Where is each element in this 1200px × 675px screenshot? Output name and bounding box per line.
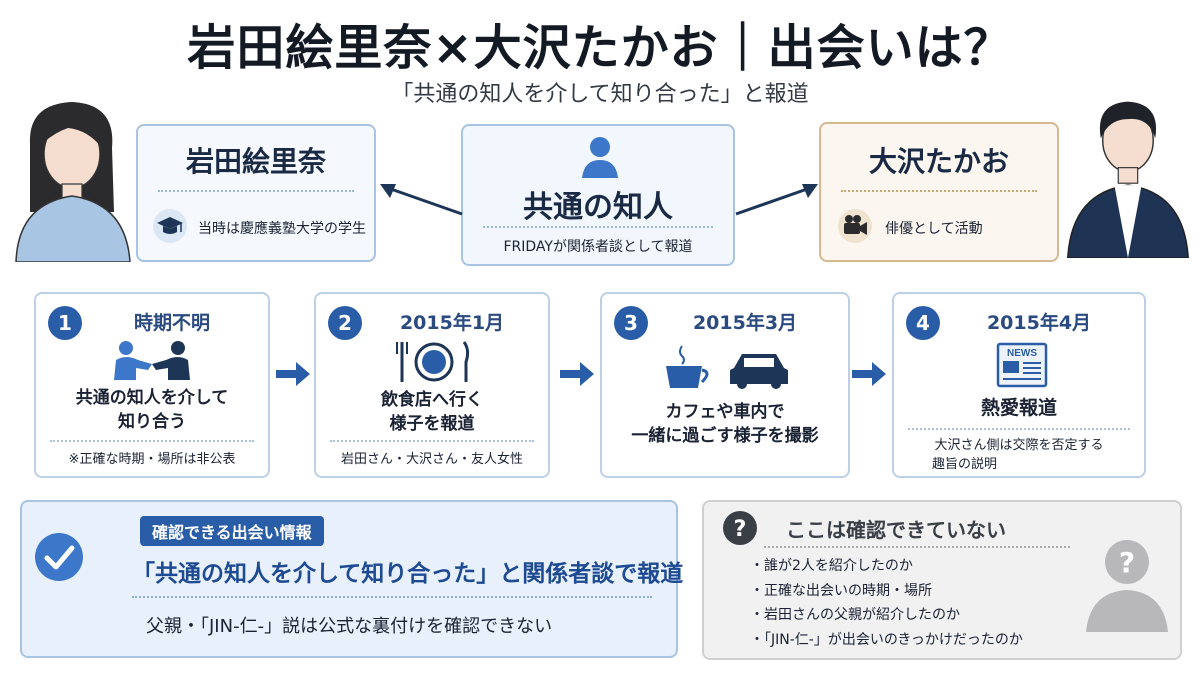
arrow-to-iwata-icon [380,184,463,216]
step-text-line2: 一緒に過ごす様子を撮影 [631,426,819,446]
step-label: 2015年3月 [692,312,798,334]
list-item: 正確な出会いの時期・場所 [750,579,1023,604]
common-acquaintance-box: 共通の知人 FRIDAYが関係者談として報道 [461,124,735,266]
arrow-right-icon [276,362,310,386]
arrow-right-icon [560,362,594,386]
newspaper-icon: NEWS [996,342,1048,388]
coffee-car-icon [666,345,788,389]
center-note: FRIDAYが関係者談として報道 [503,239,693,255]
iwata-name: 岩田絵里奈 [185,145,326,178]
step-number: 1 [48,306,82,340]
unconfirmed-info-panel: ? ここは確認できていない 誰が2人を紹介したのか 正確な出会いの時期・場所 岩… [702,500,1182,660]
list-item: 岩田さんの父親が紹介したのか [750,603,1023,628]
page-title: 岩田絵里奈×大沢たかお｜出会いは？ [187,20,1013,76]
confirmed-main-text: 「共通の知人を介して知り合った」と関係者談で報道 [132,561,684,587]
unknown-person-icon: ? [1086,540,1168,632]
confirmed-divider [132,596,652,598]
person-icon [582,137,618,178]
question-circle-icon: ? [723,511,757,545]
step-note-line1: 大沢さん側は交際を否定する [934,438,1104,453]
timeline-step-2: 2 2015年1月 飲食店へ行く 様子を報道 岩田さん・大沢さん・友人女性 [314,292,550,478]
step-text-line1: 共通の知人を介して [75,388,229,408]
woman-illustration-icon [15,102,131,262]
osawa-note: 俳優として活動 [885,221,983,237]
iwata-divider [158,190,354,192]
svg-text:?: ? [1119,546,1135,579]
step-number: 3 [614,306,648,340]
step-number: 2 [328,306,362,340]
unconfirmed-title: ここは確認できていない [786,518,1006,542]
confirmed-sub-text: 父親・「JIN-仁-」説は公式な裏付けを確認できない [146,616,553,637]
center-divider [483,226,713,228]
man-illustration-icon [1067,101,1189,258]
osawa-divider [841,190,1037,192]
timeline-step-3: 3 2015年3月 カフェや車内で 一緒に過ごす様子を撮影 [600,292,850,478]
unconfirmed-list: 誰が2人を紹介したのか 正確な出会いの時期・場所 岩田さんの父親が紹介したのか … [750,554,1023,652]
step-text-line1: 飲食店へ行く [381,390,483,410]
step-text-line1: カフェや車内で [665,402,785,422]
step-divider [330,440,534,442]
dining-icon [396,341,470,382]
timeline-step-4: 4 2015年4月 NEWS 熱愛報道 大沢さん側は交際を否定する 趣旨の説明 [892,292,1146,478]
step-label: 2015年4月 [986,312,1092,334]
list-item: 誰が2人を紹介したのか [750,554,1023,579]
step-note: 岩田さん・大沢さん・友人女性 [340,452,523,467]
iwata-note: 当時は慶應義塾大学の学生 [198,221,366,237]
page-subtitle: 「共通の知人を介して知り合った」と報道 [391,82,809,107]
arrow-to-osawa-icon [735,184,818,216]
confirmed-info-panel: 確認できる出会い情報 「共通の知人を介して知り合った」と関係者談で報道 父親・「… [20,500,683,658]
confirmed-tag: 確認できる出会い情報 [140,516,324,546]
step-text-line2: 様子を報道 [389,414,475,434]
step-note-line2: 趣旨の説明 [932,457,998,472]
iwata-box: 岩田絵里奈 当時は慶應義塾大学の学生 [136,124,376,262]
step-text-line1: 熱愛報道 [980,397,1057,419]
check-circle-icon [35,533,83,581]
unconfirmed-divider [764,546,1070,548]
step-divider [908,428,1130,430]
common-acquaintance-name: 共通の知人 [523,190,673,225]
step-text-line2: 知り合う [118,412,186,432]
step-number: 4 [906,306,940,340]
svg-text:?: ? [734,517,747,542]
timeline-step-1: 1 時期不明 共通の知人を介して 知り合う ※正確な時期・場所は非公表 [34,292,270,478]
newspaper-word: NEWS [1007,348,1037,359]
list-item: 「JIN-仁-」が出会いのきっかけだったのか [750,628,1023,653]
graduation-cap-icon [153,209,187,243]
handshake-icon [114,341,190,380]
movie-camera-icon [838,209,872,243]
osawa-box: 大沢たかお 俳優として活動 [819,122,1059,262]
step-label: 時期不明 [133,312,210,334]
arrow-right-icon [852,362,886,386]
osawa-name: 大沢たかお [868,145,1009,178]
step-divider [50,440,254,442]
step-note: ※正確な時期・場所は非公表 [68,452,236,467]
step-label: 2015年1月 [399,312,505,334]
